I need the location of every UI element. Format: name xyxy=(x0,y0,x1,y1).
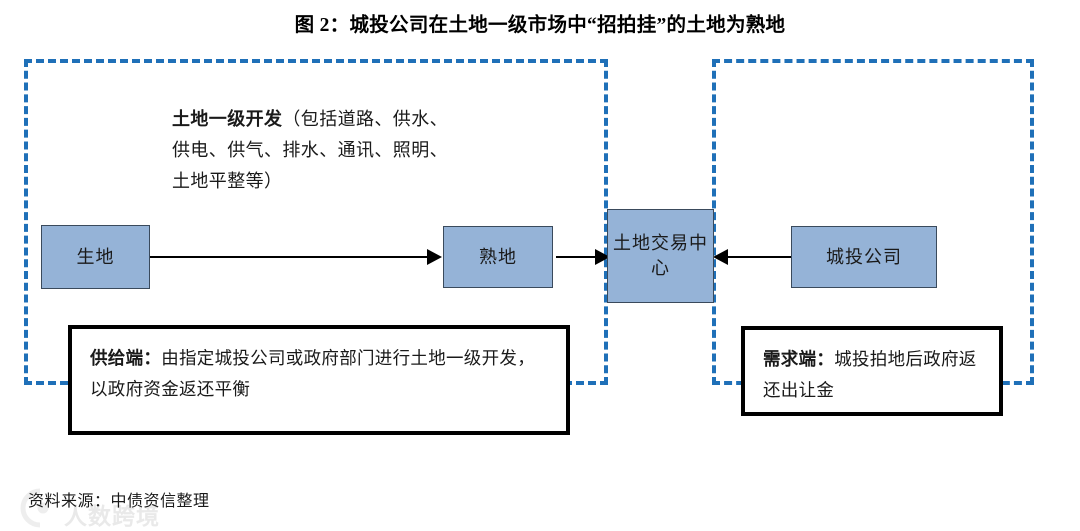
node-ready-land: 熟地 xyxy=(443,226,553,288)
arrow-raw-to-ready-head-icon xyxy=(427,249,442,265)
land-development-note-bold: 土地一级开发 xyxy=(172,109,283,129)
arrow-ucic-to-exchange-head-icon xyxy=(713,249,728,265)
callout-supply-side-label: 供给端： xyxy=(90,348,162,368)
callout-demand-side: 需求端：城投拍地后政府返还出让金 xyxy=(741,326,1003,416)
figure-title: 图 2：城投公司在土地一级市场中“招拍挂”的土地为熟地 xyxy=(294,15,786,36)
land-development-note-rest: （包括道路、供水、供电、供气、排水、通讯、照明、土地平整等） xyxy=(172,109,449,191)
callout-demand-side-text: 城投拍地后政府返还出让金 xyxy=(763,349,977,400)
node-raw-land: 生地 xyxy=(41,225,150,289)
node-land-exchange-center-label: 土地交易中心 xyxy=(613,233,708,278)
node-urban-investment-company-label: 城投公司 xyxy=(826,246,902,267)
node-land-exchange-center: 土地交易中心 xyxy=(607,209,714,303)
figure-source: 资料来源：中债资信整理 xyxy=(28,493,210,510)
arrow-ucic-to-exchange-line xyxy=(727,256,791,258)
node-urban-investment-company: 城投公司 xyxy=(791,226,937,288)
arrow-ready-to-exchange-line xyxy=(556,256,596,258)
callout-demand-side-label: 需求端： xyxy=(763,349,835,369)
callout-demand-side-content: 需求端：城投拍地后政府返还出让金 xyxy=(745,330,999,405)
node-raw-land-label: 生地 xyxy=(76,246,115,267)
arrow-ready-to-exchange-head-icon xyxy=(595,249,610,265)
arrow-raw-to-ready-line xyxy=(150,256,428,258)
callout-supply-side-text: 由指定城投公司或政府部门进行土地一级开发，以政府资金返还平衡 xyxy=(90,348,536,399)
node-ready-land-label: 熟地 xyxy=(479,246,517,267)
callout-supply-side-content: 供给端：由指定城投公司或政府部门进行土地一级开发，以政府资金返还平衡 xyxy=(72,329,566,404)
land-development-note: 土地一级开发（包括道路、供水、供电、供气、排水、通讯、照明、土地平整等） xyxy=(172,104,462,197)
callout-supply-side: 供给端：由指定城投公司或政府部门进行土地一级开发，以政府资金返还平衡 xyxy=(68,325,570,435)
